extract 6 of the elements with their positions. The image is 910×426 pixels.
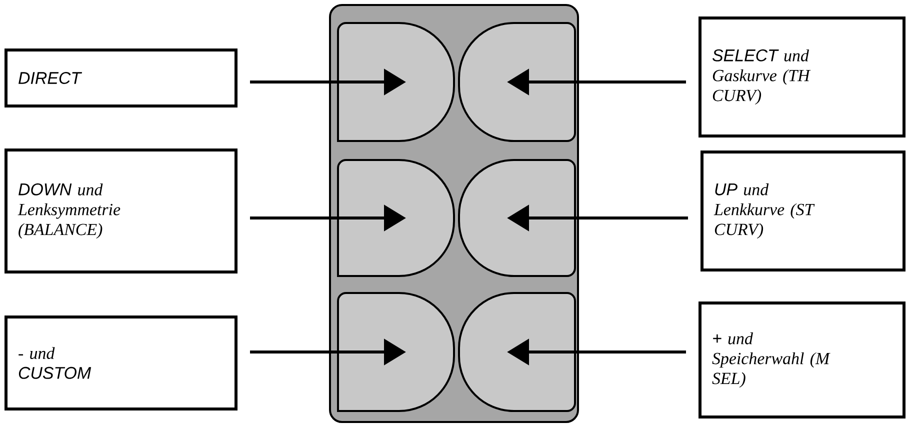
label-box: + und Speicherwahl (M SEL) bbox=[698, 302, 906, 418]
label-box: - und CUSTOM bbox=[4, 316, 238, 410]
label-box: DIRECT bbox=[4, 48, 238, 108]
label-box: SELECT und Gaskurve (TH CURV) bbox=[698, 16, 906, 138]
label-box: DOWN und Lenksymmetrie (BALANCE) bbox=[4, 148, 238, 274]
label-box: UP und Lenkkurve (ST CURV) bbox=[700, 150, 906, 272]
